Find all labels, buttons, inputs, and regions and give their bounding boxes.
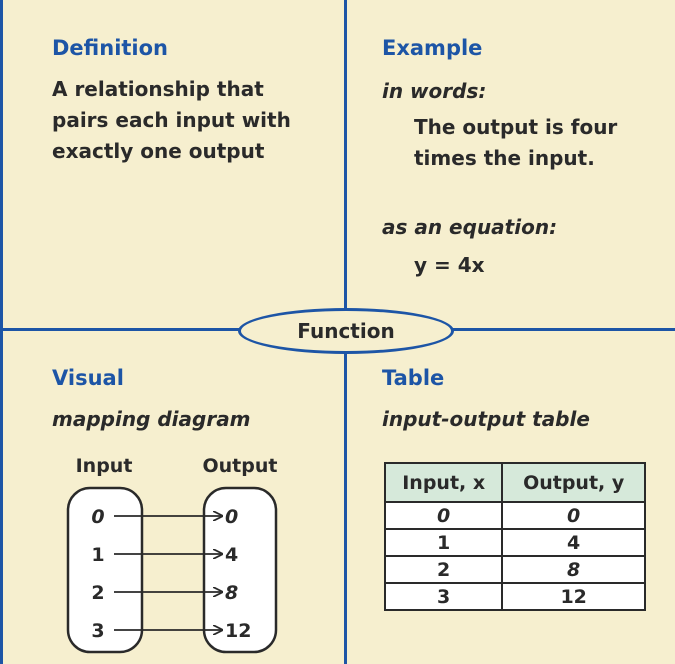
left-border [0, 0, 3, 664]
mapping-input-value: 0 [91, 506, 104, 528]
output-oval [202, 486, 278, 654]
definition-text: A relationship that pairs each input wit… [52, 74, 342, 167]
definition-quadrant: Definition A relationship that pairs eac… [0, 0, 346, 330]
table-cell-output: 12 [501, 582, 646, 611]
definition-line: pairs each input with [52, 108, 291, 132]
example-quadrant: Example in words: The output is four tim… [346, 0, 675, 330]
table-cell-input: 3 [383, 582, 504, 611]
table-cell-output: 8 [501, 555, 646, 584]
mapping-output-value: 8 [225, 582, 238, 604]
mapping-input-value: 3 [91, 620, 104, 642]
mapping-input-header: Input [76, 455, 133, 477]
table-subtitle: input-output table [382, 407, 590, 431]
example-equation-label: as an equation: [382, 215, 558, 239]
definition-line: A relationship that [52, 77, 264, 101]
example-words-label: in words: [382, 79, 487, 103]
table-cell-input: 0 [383, 501, 504, 530]
mapping-input-value: 1 [91, 544, 104, 566]
table-title: Table [382, 366, 445, 390]
example-words-line: times the input. [414, 146, 595, 170]
center-term: Function [297, 319, 395, 343]
visual-subtitle: mapping diagram [52, 407, 251, 431]
mapping-output-header: Output [203, 455, 278, 477]
mapping-input-value: 2 [91, 582, 104, 604]
mapping-output-value: 4 [225, 544, 238, 566]
table-header-row: Input, x Output, y [383, 462, 646, 503]
example-equation: y = 4x [414, 253, 485, 277]
visual-title: Visual [52, 366, 124, 390]
definition-title: Definition [52, 36, 169, 60]
table-header-input: Input, x [383, 462, 504, 503]
mapping-output-value: 0 [225, 506, 238, 528]
center-term-oval: Function [238, 308, 454, 354]
example-title: Example [382, 36, 483, 60]
table-quadrant: Table input-output table Input, x Output… [346, 330, 675, 664]
example-words-line: The output is four [414, 115, 618, 139]
table-cell-input: 1 [383, 528, 504, 557]
definition-line: exactly one output [52, 139, 265, 163]
table-cell-input: 2 [383, 555, 504, 584]
table-header-output: Output, y [501, 462, 646, 503]
input-oval [66, 486, 144, 654]
mapping-output-value: 12 [225, 620, 251, 642]
mapping-diagram: Input Output 0 0 1 4 2 8 3 12 [66, 455, 278, 654]
table-cell-output: 4 [501, 528, 646, 557]
example-words-text: The output is four times the input. [414, 112, 674, 174]
table-cell-output: 0 [501, 501, 646, 530]
visual-quadrant: Visual mapping diagram Input Output 0 0 1 4… [0, 330, 346, 664]
